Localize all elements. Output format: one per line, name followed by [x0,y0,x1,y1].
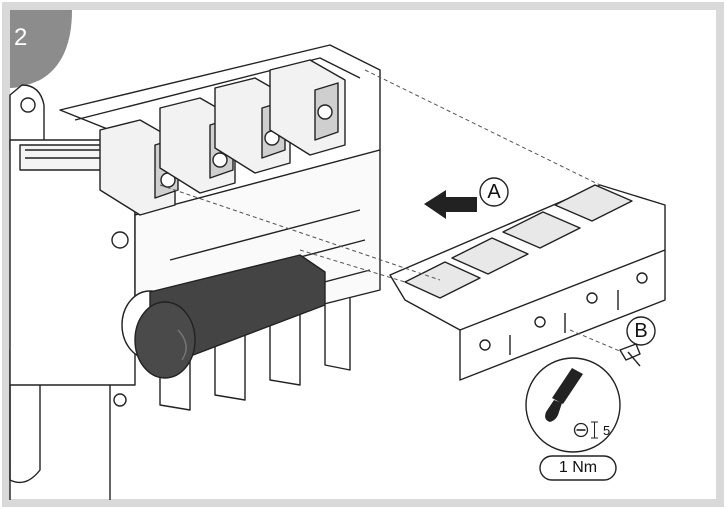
step-badge [10,10,72,88]
tool-detail-circle [525,357,621,453]
screwdriver-icon [545,368,583,422]
terminal-cover [389,184,666,381]
callout-a-label: A [487,181,501,203]
screw-depth-label: 5 [603,423,611,438]
callout-b-circle [626,316,656,346]
slotted-screw-icon [573,421,598,439]
alignment-guides [159,69,623,353]
push-direction-arrow [424,190,477,219]
callout-b-label: B [634,320,648,342]
torque-value: 1 Nm [558,459,598,476]
callout-a-circle [479,177,509,207]
rotary-handle [121,254,326,379]
terminal-block [99,59,346,216]
fixing-screw [619,343,641,367]
torque-label-box [539,455,617,481]
step-number: 2 [14,24,28,51]
tool-detail [525,357,621,481]
